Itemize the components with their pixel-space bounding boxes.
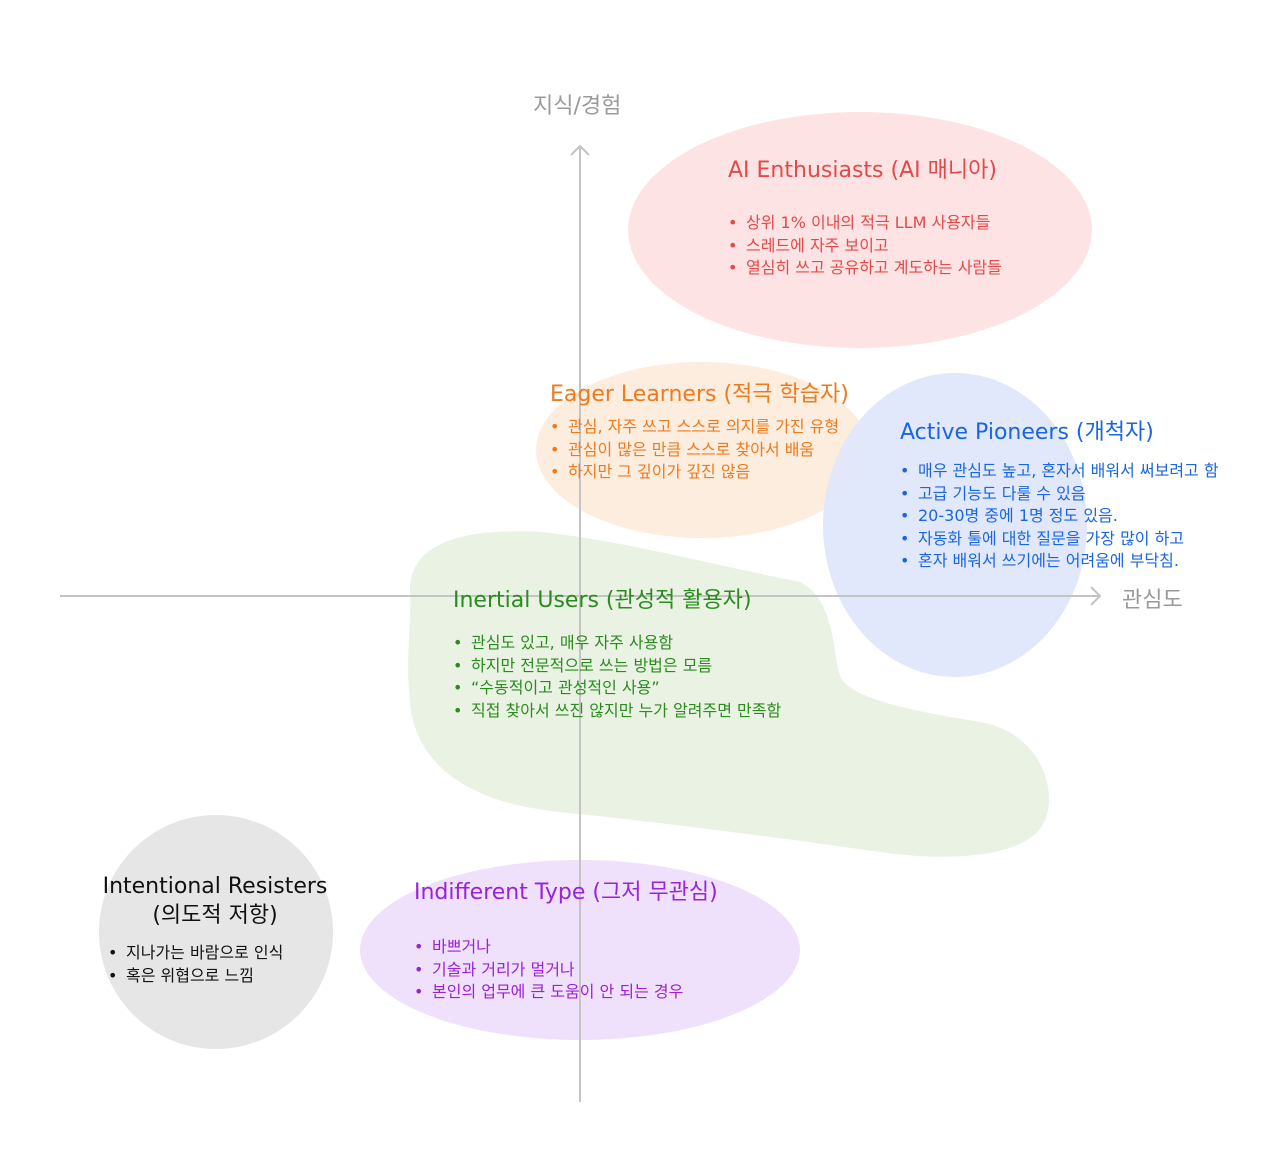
list-item: “수동적이고 관성적인 사용” <box>453 677 781 700</box>
intentional-resisters-title: Intentional Resisters (의도적 저항) <box>102 874 328 928</box>
list-item: 본인의 업무에 큰 도움이 안 되는 경우 <box>414 981 718 1004</box>
list-item: 하지만 전문적으로 쓰는 방법은 모름 <box>453 655 781 678</box>
list-item: 관심이 많은 만큼 스스로 찾아서 배움 <box>550 439 849 462</box>
ai-enthusiasts-list: 상위 1% 이내의 적극 LLM 사용자들 스레드에 자주 보이고 열심히 쓰고… <box>728 212 1002 280</box>
inertial-users-list: 관심도 있고, 매우 자주 사용함 하지만 전문적으로 쓰는 방법은 모름 “수… <box>453 632 781 722</box>
list-item: 관심도 있고, 매우 자주 사용함 <box>453 632 781 655</box>
list-item: 상위 1% 이내의 적극 LLM 사용자들 <box>728 212 1002 235</box>
list-item: 20-30명 중에 1명 정도 있음. <box>900 505 1219 528</box>
inertial-users-group: Inertial Users (관성적 활용자) 관심도 있고, 매우 자주 사… <box>453 588 781 722</box>
intentional-resisters-group: Intentional Resisters (의도적 저항) 지나가는 바람으로… <box>92 872 338 987</box>
ai-enthusiasts-group: AI Enthusiasts (AI 매니아) 상위 1% 이내의 적극 LLM… <box>728 158 1002 280</box>
list-item: 하지만 그 깊이가 깊진 않음 <box>550 461 849 484</box>
y-axis-arrowhead <box>570 144 590 156</box>
list-item: 자동화 툴에 대한 질문을 가장 많이 하고 <box>900 528 1219 551</box>
list-item: 매우 관심도 높고, 혼자서 배워서 써보려고 함 <box>900 460 1219 483</box>
indifferent-type-title: Indifferent Type (그저 무관심) <box>414 880 718 905</box>
active-pioneers-group: Active Pioneers (개척자) 매우 관심도 높고, 혼자서 배워서… <box>900 420 1219 573</box>
active-pioneers-title: Active Pioneers (개척자) <box>900 420 1154 445</box>
list-item: 기술과 거리가 멀거나 <box>414 959 718 982</box>
indifferent-type-group: Indifferent Type (그저 무관심) 바쁘거나 기술과 거리가 멀… <box>414 880 718 1004</box>
eager-learners-list: 관심, 자주 쓰고 스스로 의지를 가진 유형 관심이 많은 만큼 스스로 찾아… <box>550 416 849 484</box>
list-item: 혹은 위협으로 느낌 <box>108 965 338 988</box>
eager-learners-title: Eager Learners (적극 학습자) <box>550 382 849 407</box>
x-axis-arrowhead <box>1090 586 1102 606</box>
y-axis-label: 지식/경험 <box>533 94 622 119</box>
list-item: 스레드에 자주 보이고 <box>728 235 1002 258</box>
list-item: 지나가는 바람으로 인식 <box>108 942 338 965</box>
x-axis-label: 관심도 <box>1122 588 1183 613</box>
ai-enthusiasts-title: AI Enthusiasts (AI 매니아) <box>728 158 997 183</box>
eager-learners-group: Eager Learners (적극 학습자) 관심, 자주 쓰고 스스로 의지… <box>550 382 849 484</box>
inertial-users-title: Inertial Users (관성적 활용자) <box>453 588 752 613</box>
indifferent-type-list: 바쁘거나 기술과 거리가 멀거나 본인의 업무에 큰 도움이 안 되는 경우 <box>414 936 718 1004</box>
list-item: 고급 기능도 다룰 수 있음 <box>900 483 1219 506</box>
list-item: 혼자 배워서 쓰기에는 어려움에 부닥침. <box>900 550 1219 573</box>
intentional-resisters-region <box>99 815 333 1049</box>
list-item: 바쁘거나 <box>414 936 718 959</box>
list-item: 열심히 쓰고 공유하고 계도하는 사람들 <box>728 257 1002 280</box>
intentional-resisters-list: 지나가는 바람으로 인식 혹은 위협으로 느낌 <box>108 942 338 987</box>
active-pioneers-list: 매우 관심도 높고, 혼자서 배워서 써보려고 함 고급 기능도 다룰 수 있음… <box>900 460 1219 573</box>
list-item: 관심, 자주 쓰고 스스로 의지를 가진 유형 <box>550 416 849 439</box>
list-item: 직접 찾아서 쓰진 않지만 누가 알려주면 만족함 <box>453 700 781 723</box>
